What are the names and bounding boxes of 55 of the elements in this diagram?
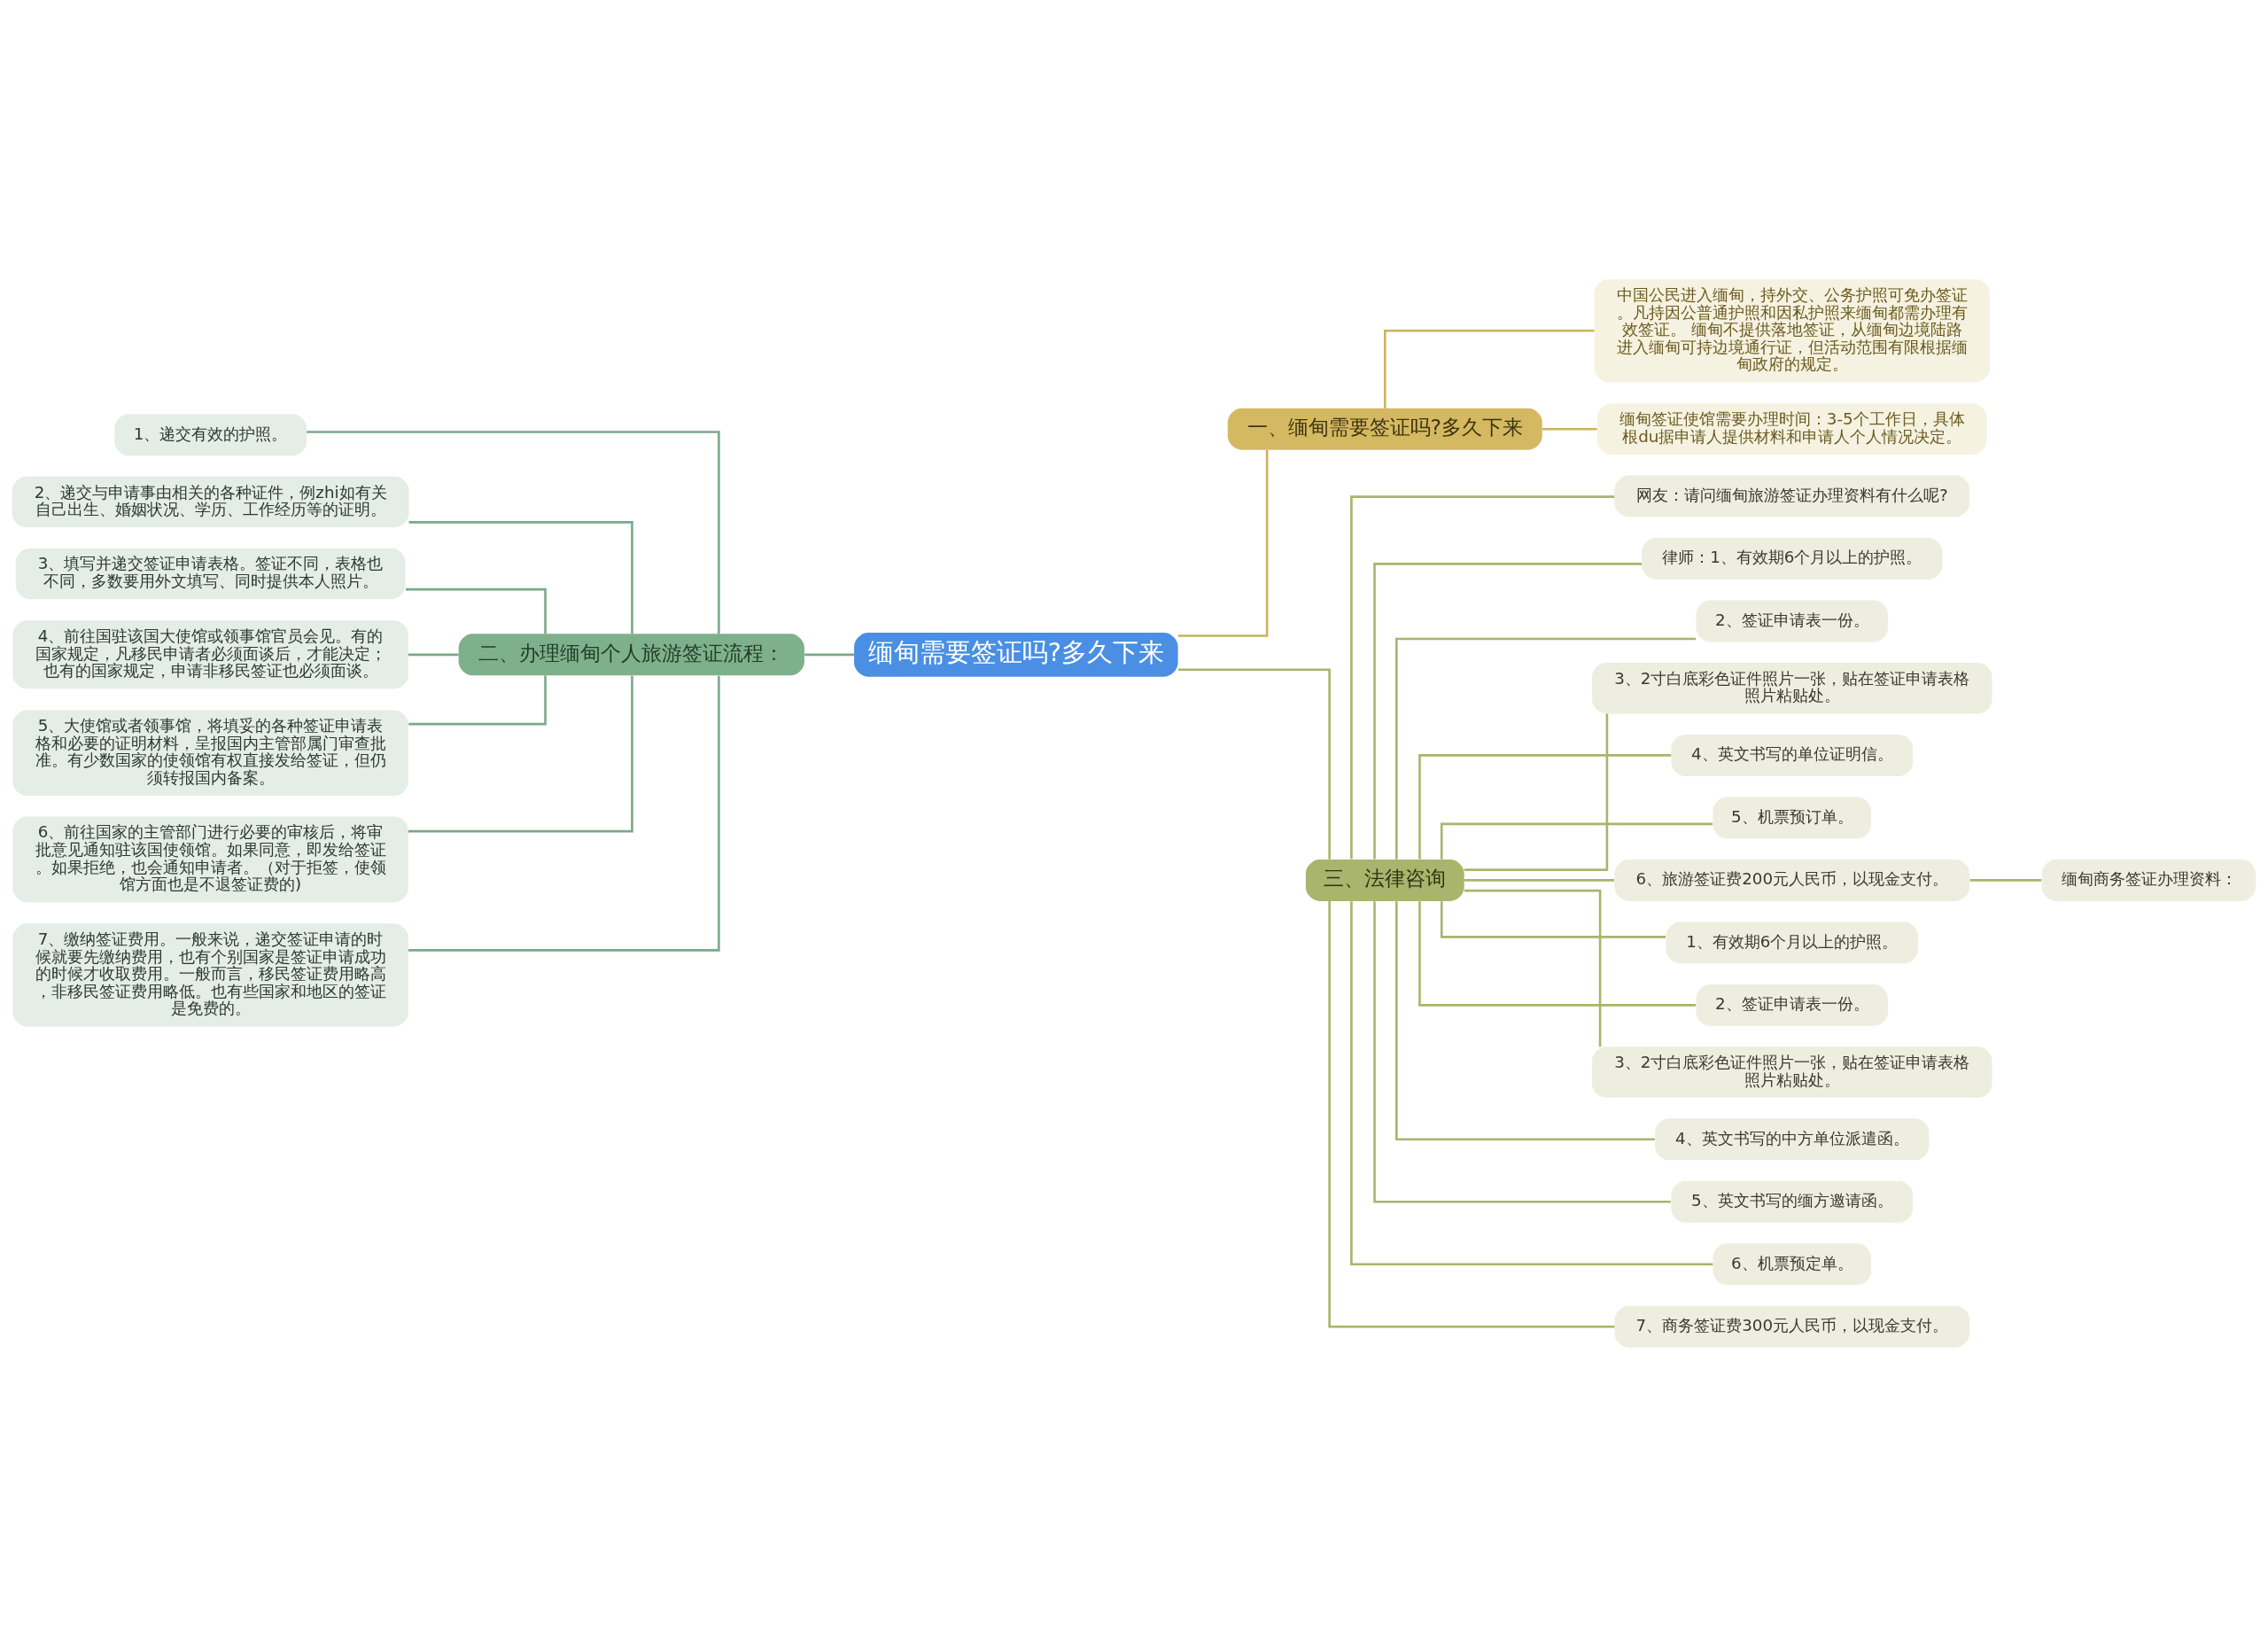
connector: [804, 653, 854, 656]
connector: [1373, 562, 1642, 859]
connector: [1350, 900, 1713, 1265]
node-box: 缅甸签证使馆需要办理时间：3-5个工作日，具体根du据申请人提供材料和申请人个人情况决定。: [1596, 403, 1987, 455]
node-box: 三、法律咨询: [1305, 859, 1464, 901]
node-box: 7、商务签证费300元人民币，以现金支付。: [1614, 1305, 1970, 1348]
connector: [1395, 637, 1697, 860]
connector: [1418, 900, 1696, 1007]
connector: [1177, 449, 1269, 637]
node-box: 6、前往国家的主管部门进行必要的审核后，将审批意见通知驻该国使领馆。如果同意，即发给签证。如果拒绝，也会通知申请者。（对于拒签，使领馆方面也是不退签证费的): [12, 816, 408, 902]
connector: [1418, 753, 1672, 859]
node-box: 3、2寸白底彩色证件照片一张，贴在签证申请表格照片粘贴处。: [1591, 1046, 1992, 1098]
node-box: 二、办理缅甸个人旅游签证流程：: [458, 633, 804, 675]
node-box: 7、缴纳签证费用。一般来说，递交签证申请的时候就要先缴纳费用，也有个别国家是签证申请成功的时候才收取费用。一般而言，移民签证费用略高，非移民签证费用略低。也有些国家和地区的签证是免费的。: [12, 922, 408, 1026]
connector: [1969, 878, 2042, 882]
node-box: 2、签证申请表一份。: [1696, 600, 1889, 642]
node-box: 缅甸商务签证办理资料：: [2041, 859, 2256, 901]
connector: [1440, 900, 1666, 938]
node-box: 5、英文书写的缅方邀请函。: [1671, 1180, 1914, 1223]
node-box: 2、签证申请表一份。: [1696, 984, 1889, 1026]
node-box: 3、填写并递交签证申请表格。签证不同，表格也不同，多数要用外文填写、同时提供本人照片。: [15, 548, 406, 599]
node-box: 4、前往国驻该国大使馆或领事馆官员会见。有的国家规定，凡移民申请者必须面谈后，才能决定；也有的国家规定，申请非移民签证也必须面谈。: [12, 619, 408, 689]
connector: [1395, 900, 1655, 1140]
node-box: 5、机票预订单。: [1713, 796, 1872, 838]
connector: [1542, 427, 1597, 431]
node-box: 3、2寸白底彩色证件照片一张，贴在签证申请表格照片粘贴处。: [1591, 662, 1992, 713]
node-box: 一、缅甸需要签证吗?多久下来: [1227, 408, 1542, 450]
connector: [1464, 878, 1615, 882]
connector: [307, 430, 720, 634]
connector: [1177, 668, 1331, 860]
connector: [406, 587, 547, 634]
node-box: 2、递交与申请事由相关的各种证件，例zhi如有关自己出生、婚姻状况、学历、工作经历等的证明。: [12, 476, 409, 527]
node-box: 1、有效期6个月以上的护照。: [1666, 921, 1919, 963]
node-box: 缅甸需要签证吗?多久下来: [854, 632, 1178, 677]
connector: [1328, 900, 1615, 1328]
connector: [408, 653, 459, 656]
node-box: 4、英文书写的单位证明信。: [1671, 734, 1914, 776]
node-box: 4、英文书写的中方单位派遣函。: [1655, 1117, 1930, 1160]
connector: [1464, 713, 1609, 871]
node-box: 6、机票预定单。: [1713, 1242, 1872, 1285]
connector: [1350, 494, 1615, 859]
connector: [408, 674, 633, 832]
connector: [1440, 822, 1713, 860]
connector: [1373, 900, 1671, 1203]
connector: [408, 520, 633, 634]
node-box: 网友：请问缅甸旅游签证办理资料有什么呢?: [1614, 475, 1970, 517]
node-box: 1、递交有效的护照。: [114, 413, 307, 455]
node-box: 律师：1、有效期6个月以上的护照。: [1642, 537, 1943, 580]
connector: [1464, 889, 1602, 1046]
node-box: 6、旅游签证费200元人民币，以现金支付。: [1614, 859, 1970, 901]
connector: [408, 675, 720, 952]
node-box: 5、大使馆或者领事馆，将填妥的各种签证申请表格和必要的证明材料，呈报国内主管部属门审查批准。有少数国家的使领馆有权直接发给签证，但仍须转报国内备案。: [12, 710, 408, 796]
node-box: 中国公民进入缅甸，持外交、公务护照可免办签证。凡持因公普通护照和因私护照来缅甸都需办理有效签证。 缅甸不提供落地签证，从缅甸边境陆路进入缅甸可持边境通行证，但活动范围有限根据缅甸政府的规定。: [1594, 278, 1990, 382]
connector: [408, 674, 547, 725]
connector: [1383, 329, 1595, 408]
